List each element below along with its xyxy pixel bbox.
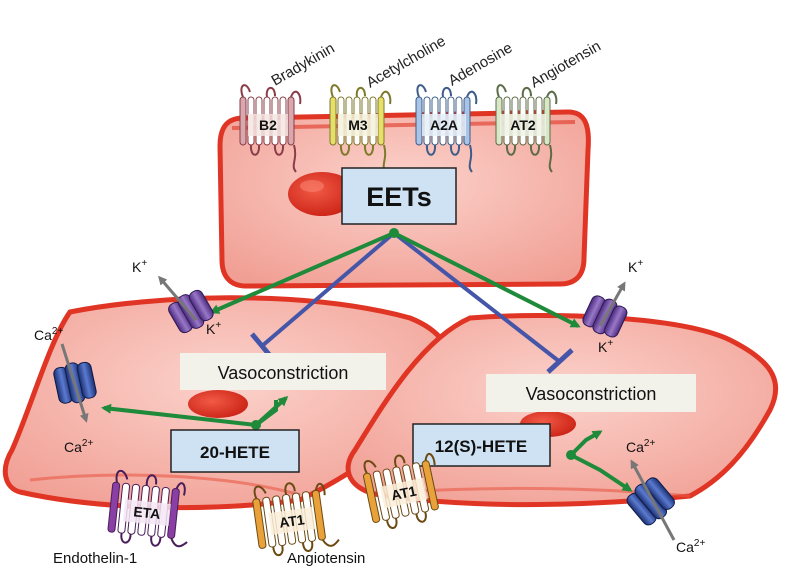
eets-label: EETs: [366, 182, 432, 212]
vasoconstriction-left-label: Vasoconstriction: [218, 363, 349, 383]
at2-label: AT2: [510, 117, 536, 133]
hete20-signals: [101, 395, 289, 430]
right-ca-in-label: Ca2+: [626, 438, 655, 455]
right-ca-channel: [626, 459, 676, 541]
b2-receptor: B2: [239, 84, 302, 173]
vasoconstriction-box-right: Vasoconstriction: [486, 374, 696, 412]
m3-receptor: M3: [329, 84, 392, 173]
ligand-angiotensin-top: Angiotensin: [528, 38, 604, 92]
eets-inhibit-right: [392, 231, 562, 364]
hete12s-signals: [566, 430, 633, 492]
left-nucleus: [188, 390, 248, 418]
m3-label: M3: [348, 117, 368, 133]
hete12s-box: 12(S)-HETE: [412, 423, 551, 467]
at1-left-receptor: AT1: [252, 482, 340, 557]
left-ca-channel: [53, 343, 97, 423]
eets-signals: [209, 228, 581, 374]
at1-right-label: AT1: [390, 483, 418, 504]
a2a-receptor: A2A: [415, 84, 478, 173]
right-k-channel: [582, 281, 628, 338]
endothelin-label: Endothelin-1: [53, 550, 137, 567]
at2-receptor: AT2: [495, 84, 558, 173]
eets-activate-left-k: [209, 231, 395, 314]
hete12s-label: 12(S)-HETE: [435, 437, 528, 456]
eets-activate-right-k: [393, 231, 581, 328]
eets-box: EETs: [341, 167, 457, 225]
eta-receptor: ETA: [107, 469, 188, 548]
ligand-bradykinin: Bradykinin: [269, 40, 338, 90]
b2-label: B2: [259, 117, 277, 133]
right-ca-out-label: Ca2+: [676, 538, 705, 555]
hete20-label: 20-HETE: [200, 443, 270, 462]
right-k-out-label: K+: [628, 258, 643, 275]
eets-inhibit-left: [260, 231, 396, 348]
left-ca-in-label: Ca2+: [64, 438, 93, 455]
left-k-out-label: K+: [132, 258, 147, 275]
angiotensin-bottom-label: Angiotensin: [287, 550, 365, 567]
ligand-acetylcholine: Acetylcholine: [364, 33, 449, 92]
a2a-label: A2A: [430, 117, 458, 133]
vasoconstriction-box-left: Vasoconstriction: [180, 353, 386, 390]
eta-label: ETA: [133, 503, 161, 522]
vasoconstriction-right-label: Vasoconstriction: [526, 384, 657, 404]
left-k-channel: [158, 275, 214, 334]
at1-right-receptor: AT1: [363, 452, 439, 529]
hete20-box: 20-HETE: [170, 429, 300, 473]
at1-left-label: AT1: [278, 511, 306, 530]
left-k-in-label: K+: [206, 320, 221, 337]
left-ca-out-label: Ca2+: [34, 326, 63, 343]
ligand-adenosine: Adenosine: [446, 39, 516, 89]
right-k-in-label: K+: [598, 338, 613, 355]
